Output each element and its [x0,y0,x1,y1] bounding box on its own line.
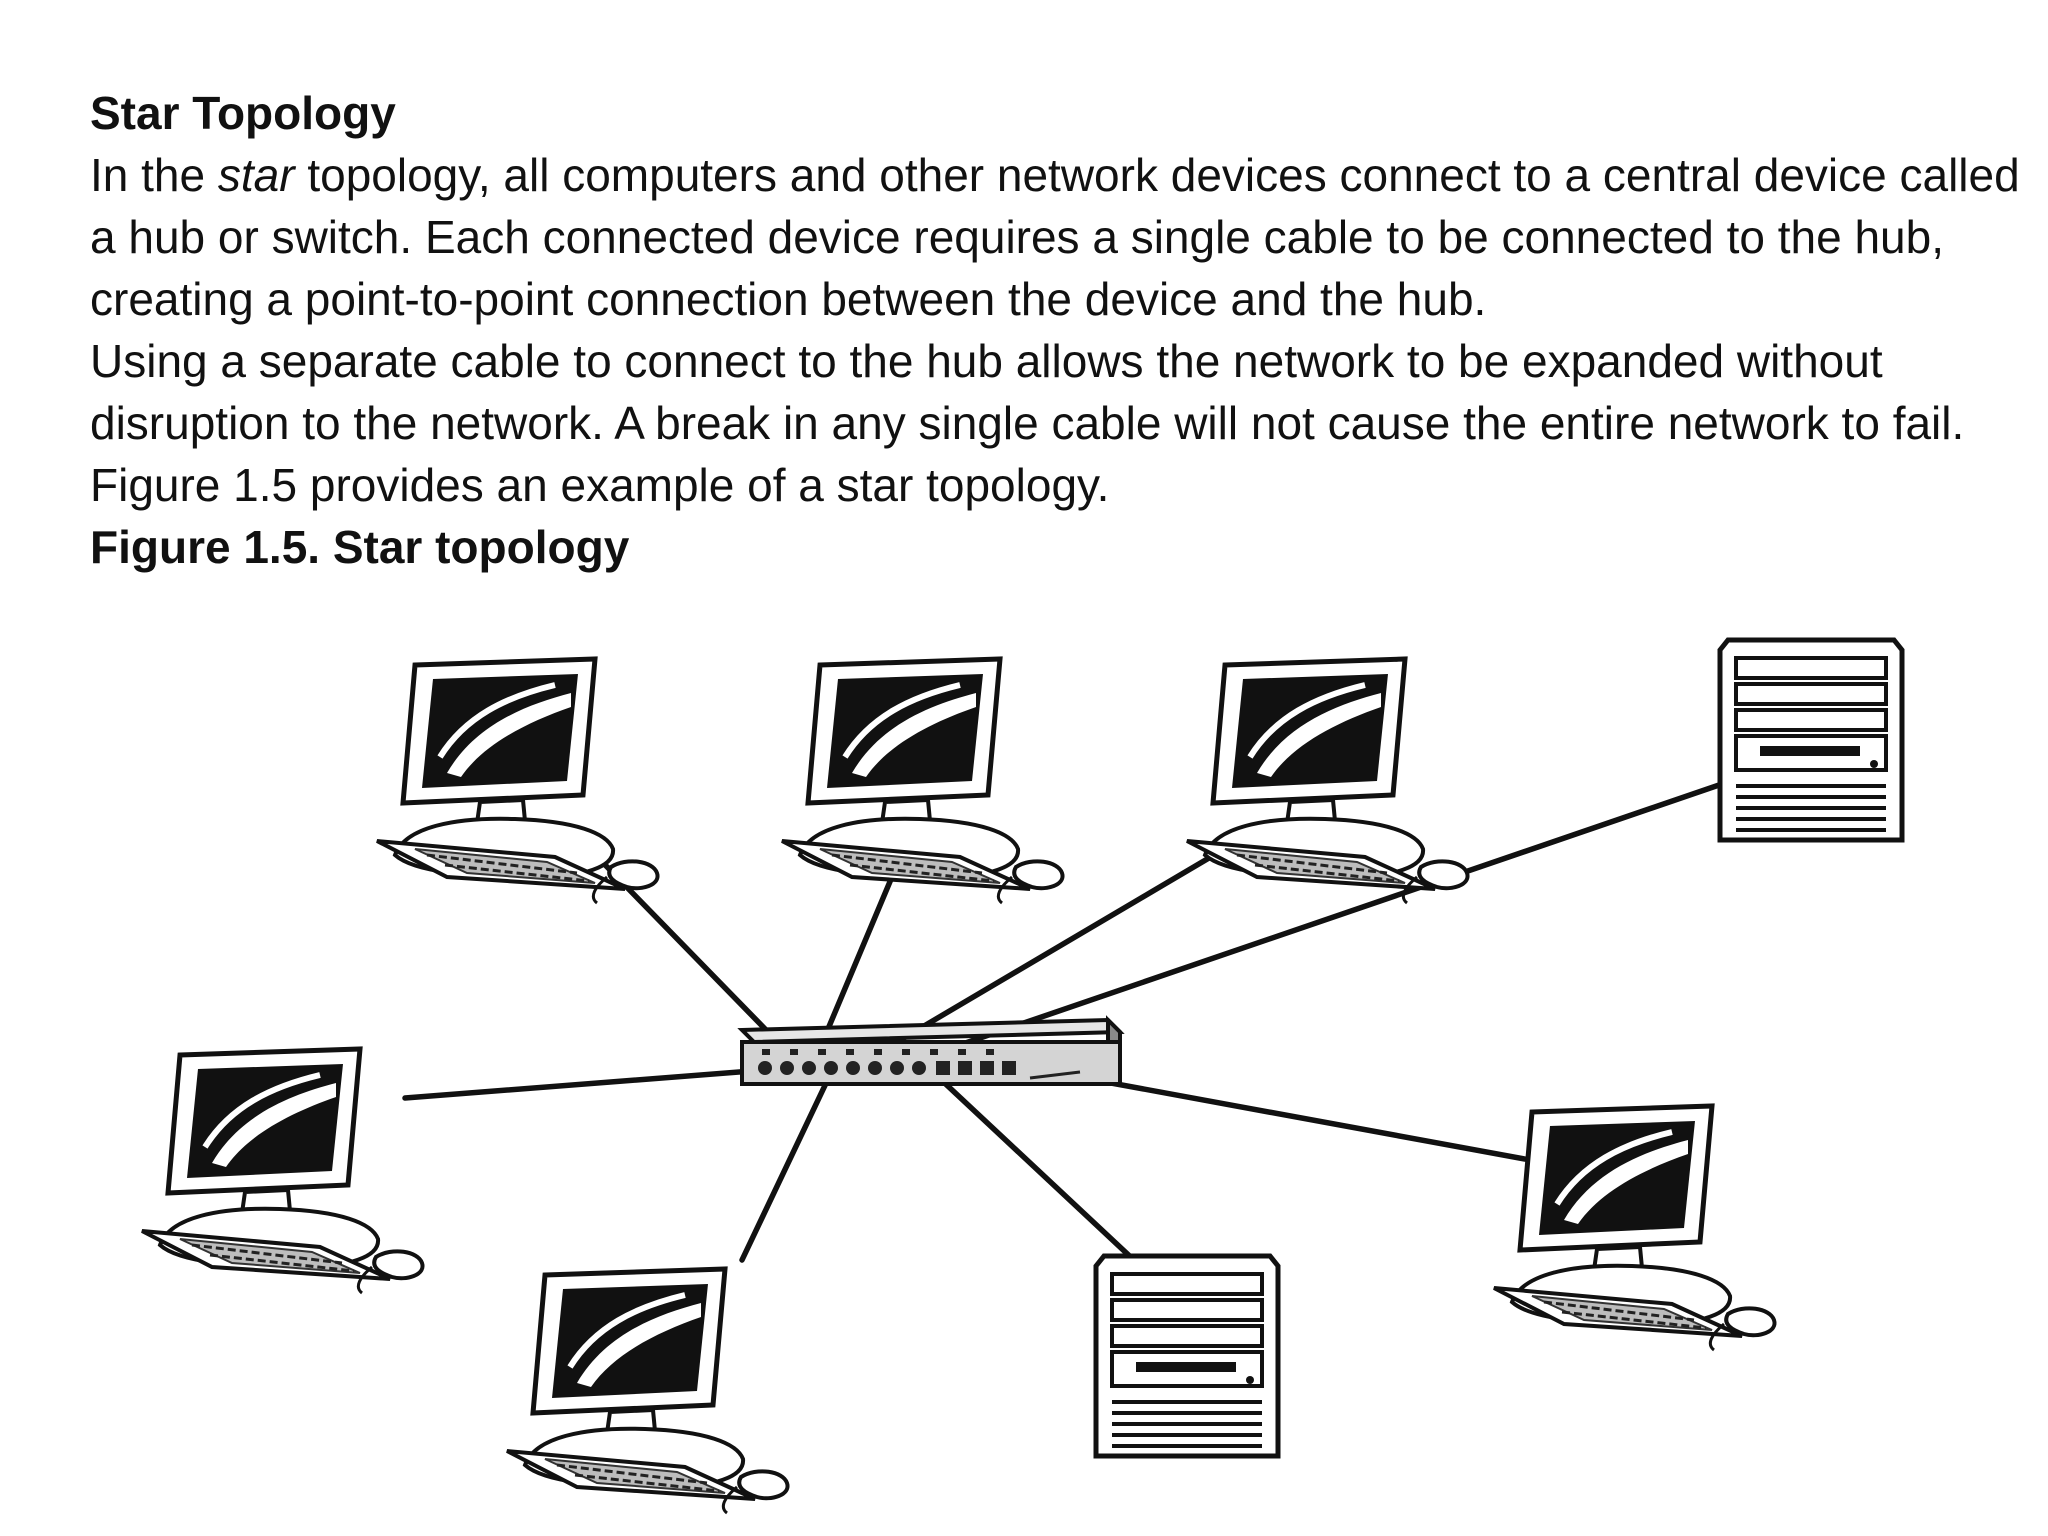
workstation-icon [142,1049,423,1293]
cable-top-left [572,831,773,1037]
workstation-top-left [377,659,658,903]
workstation-icon [1187,659,1468,903]
workstation-bottom-left [507,1269,788,1513]
workstation-icon [507,1269,788,1513]
paragraph-1-start: In the [90,149,218,201]
server-top-right [1720,640,1902,840]
figure-caption: Figure 1.5. Star topology [90,521,630,573]
cable-server-bottom [917,1057,1139,1265]
workstation-icon [782,659,1063,903]
workstation-icon [1494,1106,1775,1350]
cable-left [402,1067,768,1101]
star-emphasis: star [217,149,295,201]
server-icon [1096,1256,1278,1456]
workstation-top-center [782,659,1063,903]
cable-bottom-left [739,1055,841,1263]
cable-top-right [877,819,1273,1055]
workstation-top-right [1187,659,1468,903]
hub-switch-icon [737,1015,1125,1086]
slide-title: Star Topology [90,87,396,139]
server-icon [1720,640,1902,840]
star-topology-diagram [0,600,2048,1536]
paragraph-2: Using a separate cable to connect to the… [90,335,1965,511]
slide-text: Star Topology In the star topology, all … [90,82,2020,578]
paragraph-1-rest: topology, all computers and other networ… [90,149,2020,325]
paragraph-1: In the star topology, all computers and … [90,144,2020,330]
workstation-right [1494,1106,1775,1350]
server-bottom-center [1096,1256,1278,1456]
cable-server-top-right [942,781,1725,1053]
workstation-left [142,1049,423,1293]
cable-right [1059,1071,1593,1174]
workstation-icon [377,659,658,903]
